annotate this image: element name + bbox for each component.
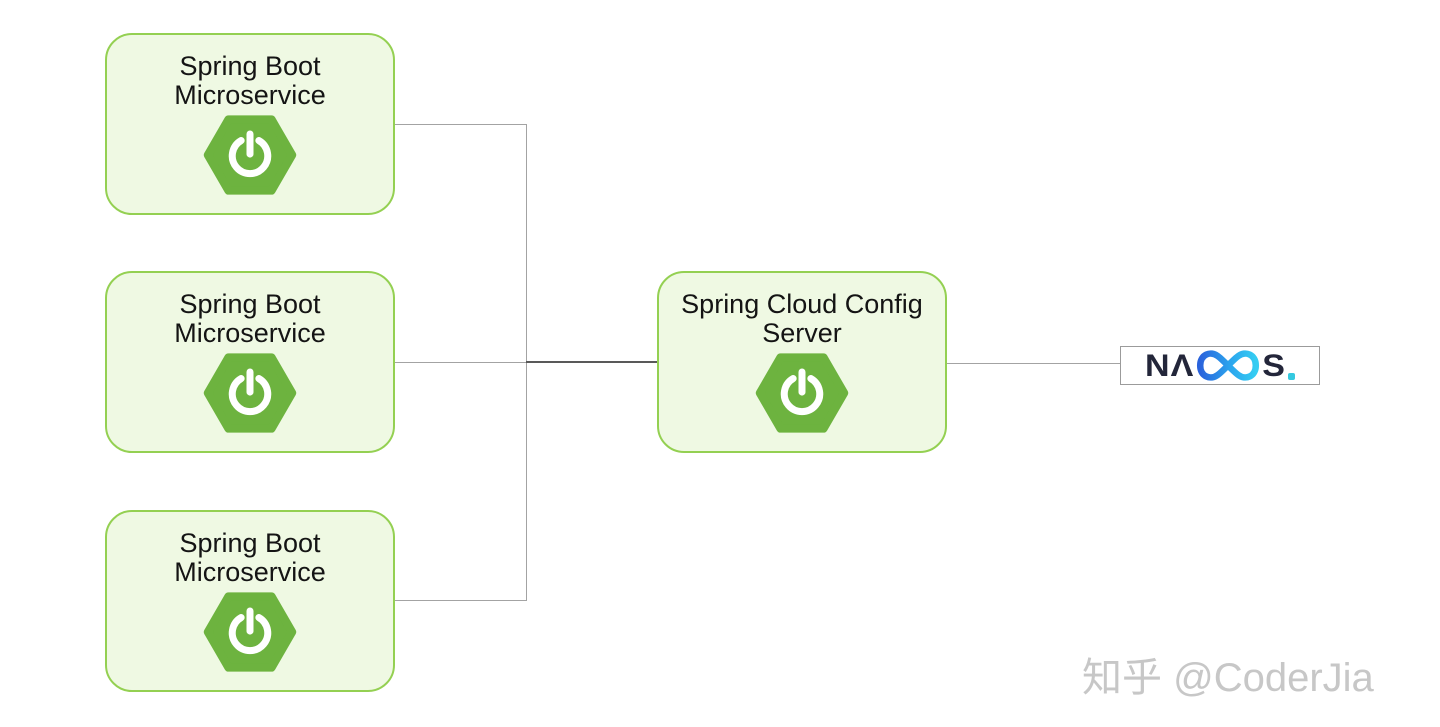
spring-boot-icon	[202, 351, 298, 435]
connector-ms2-to-bus	[394, 362, 526, 363]
node-spring-cloud-config-server: Spring Cloud Config Server	[657, 271, 947, 453]
connector-ms3-to-bus	[394, 600, 526, 601]
node-title: Spring Cloud Config Server	[681, 289, 923, 349]
node-title: Spring Boot Microservice	[174, 289, 326, 349]
node-title: Spring Boot Microservice	[174, 51, 326, 111]
node-title: Spring Boot Microservice	[174, 528, 326, 588]
nacos-teal-dot-icon	[1287, 373, 1295, 380]
connector-config-server-to-nacos	[947, 363, 1120, 364]
spring-boot-icon	[754, 351, 850, 435]
nacos-logo: NΛ S	[1120, 346, 1320, 385]
node-spring-boot-microservice-2: Spring Boot Microservice	[105, 271, 395, 453]
node-spring-boot-microservice-1: Spring Boot Microservice	[105, 33, 395, 215]
nacos-infinity-co-icon	[1197, 350, 1260, 381]
nacos-letters-right: S	[1262, 348, 1286, 383]
connector-bus-to-config-server	[526, 361, 657, 363]
watermark: 知乎 @CoderJia	[1082, 656, 1374, 700]
spring-boot-icon	[202, 590, 298, 674]
connector-ms1-to-bus	[394, 124, 526, 125]
nacos-letters-left: NΛ	[1145, 348, 1195, 383]
node-spring-boot-microservice-3: Spring Boot Microservice	[105, 510, 395, 692]
spring-boot-icon	[202, 113, 298, 197]
